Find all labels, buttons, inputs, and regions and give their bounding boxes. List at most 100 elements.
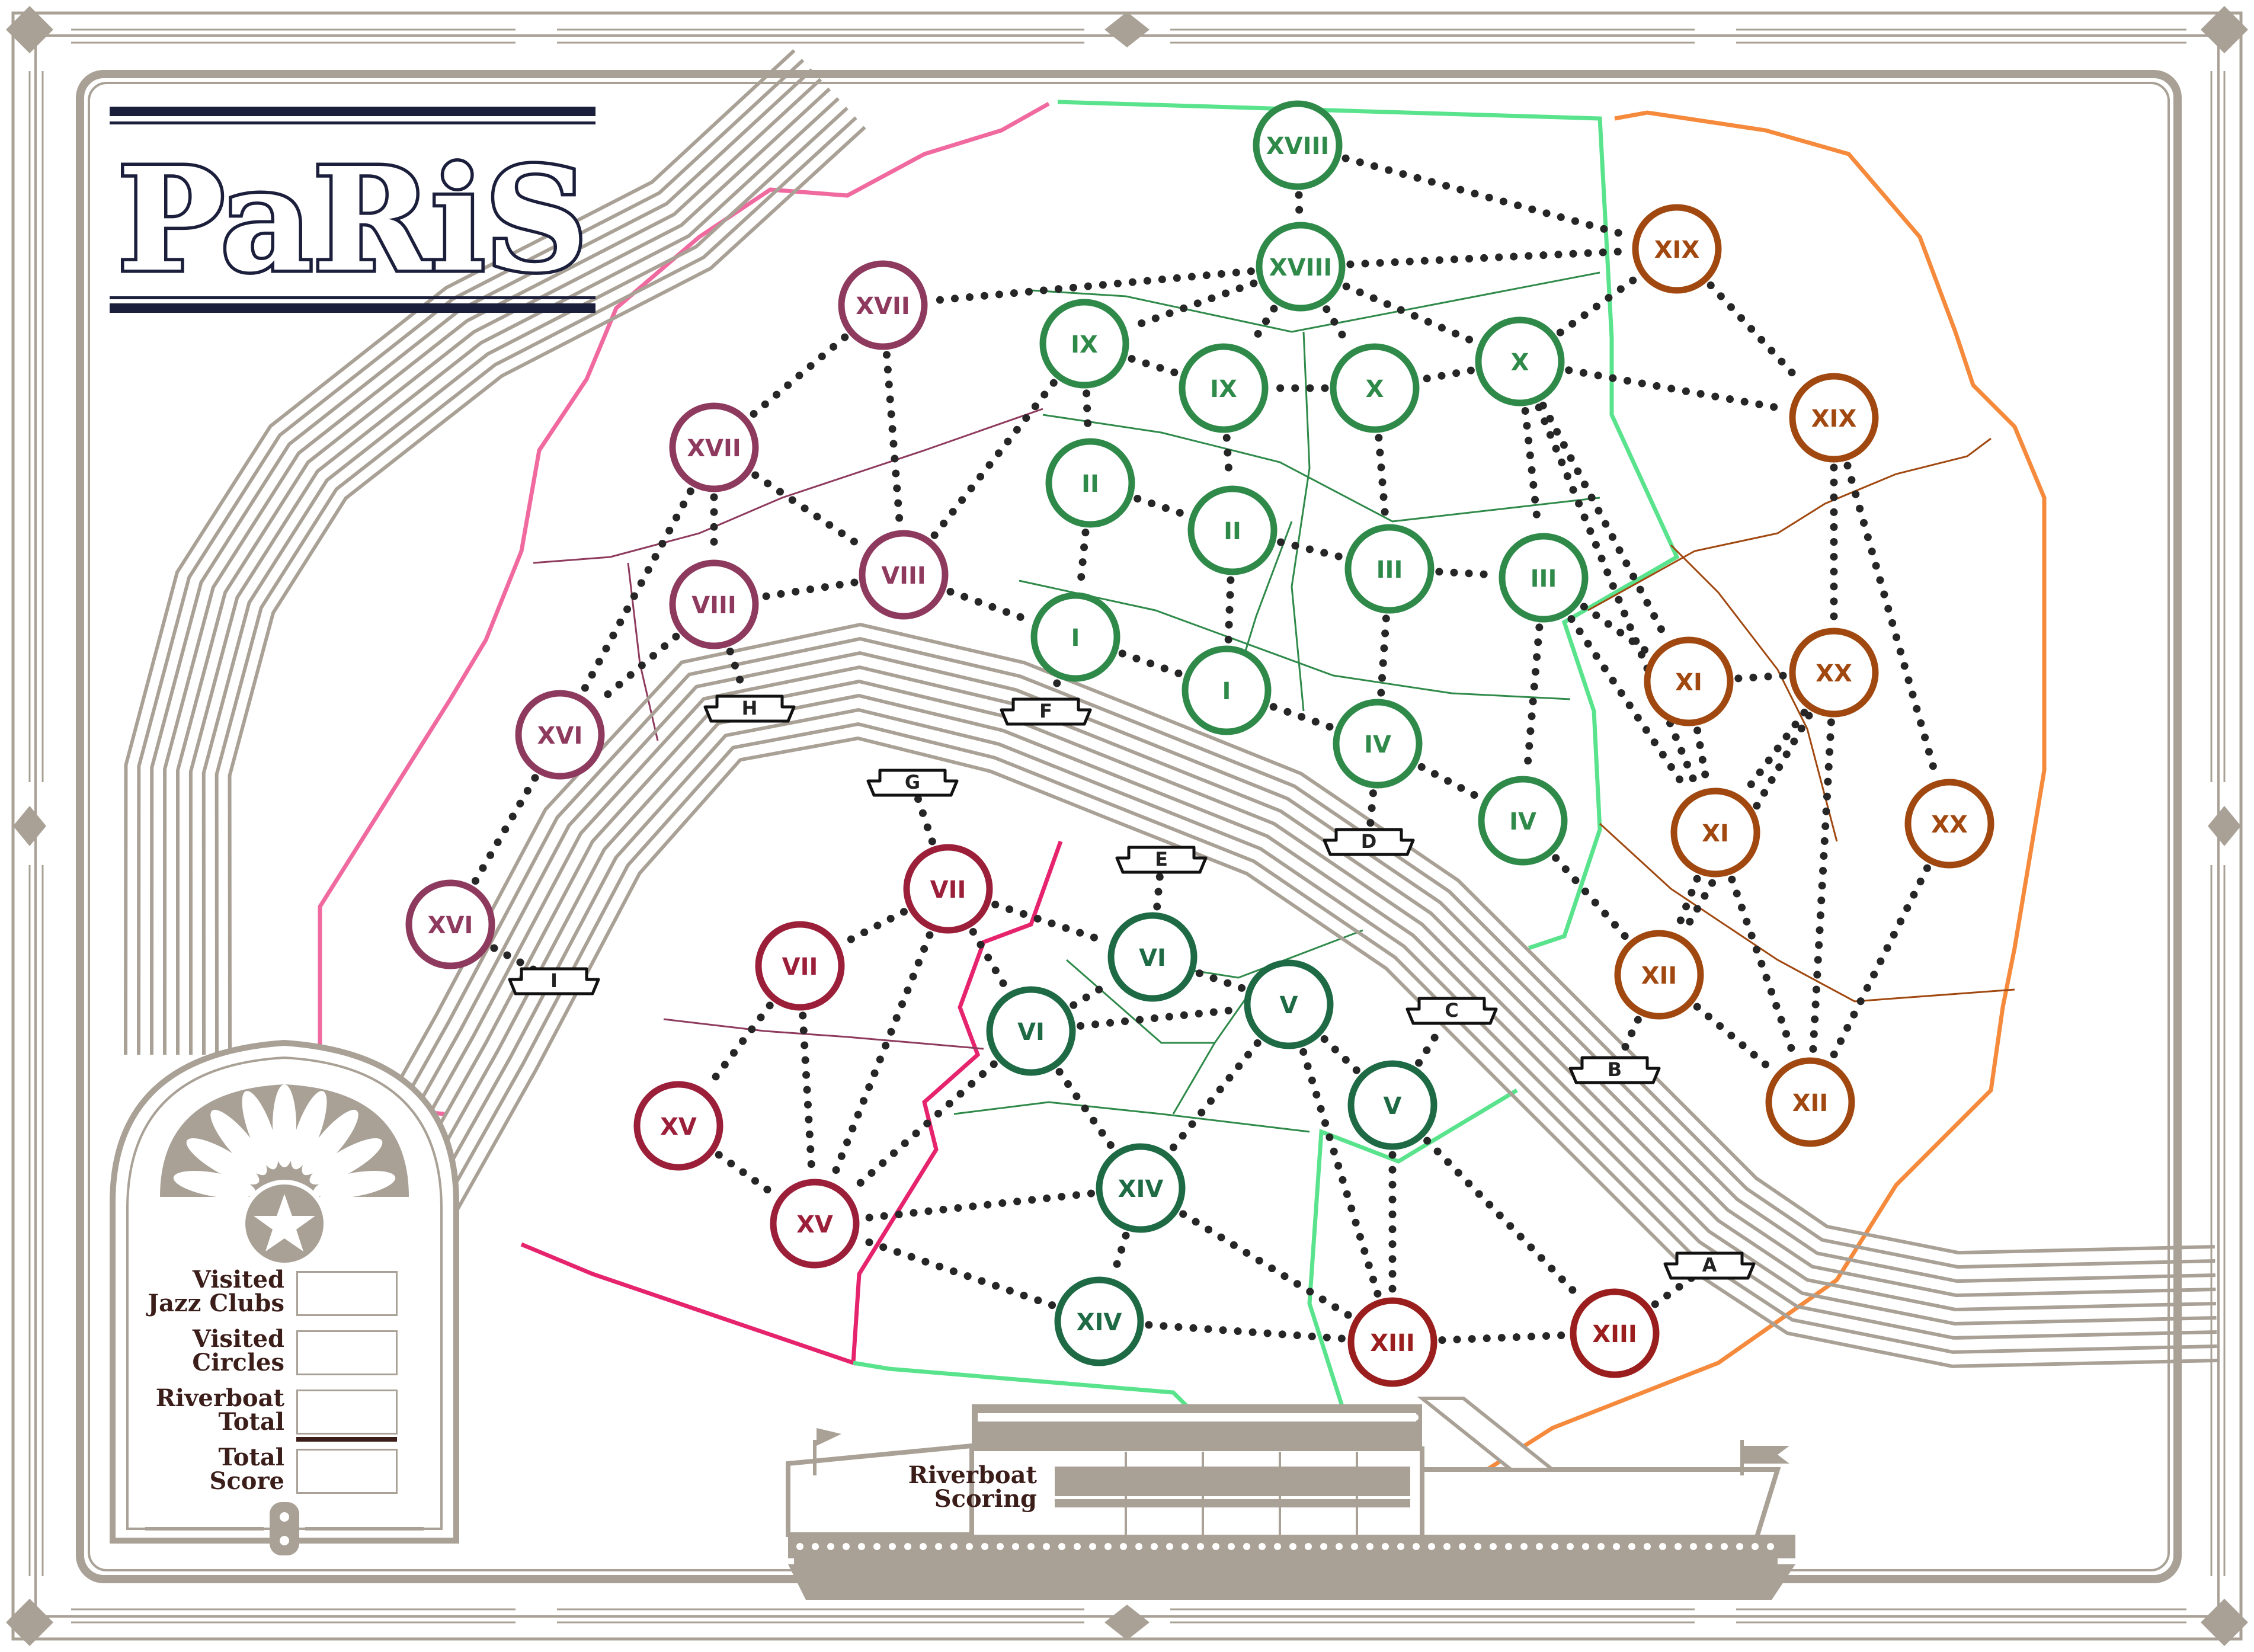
path-segment[interactable] <box>1375 434 1389 523</box>
district-circle-xix[interactable]: XIX <box>1632 204 1722 294</box>
path-segment[interactable] <box>1535 404 1701 790</box>
path-segment[interactable] <box>1342 282 1478 346</box>
path-segment[interactable] <box>1346 247 1631 268</box>
path-segment[interactable] <box>1153 873 1164 911</box>
district-circle-ix[interactable]: IX <box>1179 343 1269 433</box>
visited-circles-box[interactable] <box>296 1330 398 1375</box>
path-segment[interactable] <box>1415 1021 1446 1067</box>
district-circle-iv[interactable]: IV <box>1333 699 1423 789</box>
path-segment[interactable] <box>705 1001 774 1090</box>
path-segment[interactable] <box>1435 568 1498 579</box>
riverboat-total-box[interactable] <box>296 1390 398 1435</box>
district-circle-xv[interactable]: XV <box>770 1179 860 1269</box>
district-circle-xv[interactable]: XV <box>633 1081 723 1171</box>
path-segment[interactable] <box>1567 615 1692 795</box>
path-segment[interactable] <box>1829 864 1931 1062</box>
district-circle-xi[interactable]: XI <box>1670 787 1760 878</box>
path-segment[interactable] <box>1134 495 1189 518</box>
path-segment[interactable] <box>1269 703 1335 731</box>
path-segment[interactable] <box>1539 401 1670 642</box>
dock-b[interactable]: B <box>1568 1056 1661 1084</box>
district-circle-xvi[interactable]: XVI <box>405 879 495 969</box>
district-circle-xiv[interactable]: XIV <box>1054 1276 1144 1366</box>
path-segment[interactable] <box>1224 576 1235 645</box>
district-circle-v[interactable]: V <box>1347 1060 1437 1150</box>
path-segment[interactable] <box>1277 538 1345 561</box>
path-segment[interactable] <box>1110 1231 1130 1278</box>
district-circle-vii[interactable]: VII <box>903 844 993 934</box>
path-segment[interactable] <box>1417 763 1483 802</box>
dock-i[interactable]: I <box>508 967 600 995</box>
path-segment[interactable] <box>1323 305 1353 350</box>
dock-d[interactable]: D <box>1323 828 1415 856</box>
path-segment[interactable] <box>1341 154 1633 240</box>
path-segment[interactable] <box>929 267 1255 305</box>
path-segment[interactable] <box>1077 1006 1243 1030</box>
path-segment[interactable] <box>1843 462 1940 780</box>
path-segment[interactable] <box>1523 623 1544 775</box>
path-segment[interactable] <box>1438 1331 1569 1344</box>
path-segment[interactable] <box>1693 1003 1776 1074</box>
district-circle-xii[interactable]: XII <box>1614 930 1704 1020</box>
dock-h[interactable]: H <box>703 694 796 723</box>
visited-jazz-clubs-box[interactable] <box>296 1271 398 1316</box>
dock-c[interactable]: C <box>1405 997 1498 1025</box>
path-segment[interactable] <box>860 1189 1095 1222</box>
district-circle-xiv[interactable]: XIV <box>1096 1143 1186 1233</box>
dock-g[interactable]: G <box>866 769 959 797</box>
path-segment[interactable] <box>848 1060 998 1195</box>
dock-f[interactable]: F <box>1000 697 1092 726</box>
path-segment[interactable] <box>914 795 936 846</box>
path-segment[interactable] <box>715 1151 779 1199</box>
district-circle-ii[interactable]: II <box>1045 438 1135 528</box>
district-circle-x[interactable]: X <box>1475 316 1565 406</box>
path-segment[interactable] <box>857 1235 1056 1310</box>
district-circle-xx[interactable]: XX <box>1789 627 1879 718</box>
path-segment[interactable] <box>1377 614 1390 698</box>
path-segment[interactable] <box>1179 1210 1354 1320</box>
path-segment[interactable] <box>751 471 866 551</box>
district-circle-x[interactable]: X <box>1330 343 1420 433</box>
path-segment[interactable] <box>1618 1016 1642 1058</box>
district-circle-xviii[interactable]: XVIII <box>1253 100 1343 190</box>
district-circle-xiii[interactable]: XIII <box>1347 1297 1437 1387</box>
district-circle-viii[interactable]: VIII <box>669 559 759 649</box>
path-segment[interactable] <box>1076 529 1090 591</box>
path-segment[interactable] <box>1048 679 1061 699</box>
path-segment[interactable] <box>594 632 680 707</box>
path-segment[interactable] <box>1693 726 1711 787</box>
district-circle-viii[interactable]: VIII <box>859 530 949 620</box>
path-segment[interactable] <box>1565 366 1789 413</box>
path-segment[interactable] <box>748 333 849 420</box>
path-segment[interactable] <box>829 931 934 1182</box>
path-segment[interactable] <box>1423 1136 1584 1302</box>
path-segment[interactable] <box>1128 355 1180 377</box>
district-circle-xii[interactable]: XII <box>1765 1057 1855 1147</box>
path-segment[interactable] <box>799 1011 816 1178</box>
district-circle-i[interactable]: I <box>1030 592 1120 682</box>
dock-e[interactable]: E <box>1115 846 1208 874</box>
path-segment[interactable] <box>1580 603 1653 657</box>
path-segment[interactable] <box>1420 366 1475 383</box>
path-segment[interactable] <box>1809 718 1835 1056</box>
district-circle-i[interactable]: I <box>1182 645 1272 735</box>
path-segment[interactable] <box>726 647 748 696</box>
path-segment[interactable] <box>1320 1035 1361 1074</box>
path-segment[interactable] <box>759 578 859 601</box>
path-segment[interactable] <box>1728 875 1798 1059</box>
district-circle-xx[interactable]: XX <box>1904 779 1994 869</box>
path-segment[interactable] <box>1366 789 1377 828</box>
path-segment[interactable] <box>1145 1321 1347 1343</box>
district-circle-vi[interactable]: VI <box>1107 912 1198 1002</box>
district-circle-xiii[interactable]: XIII <box>1570 1288 1660 1378</box>
path-segment[interactable] <box>1734 671 1788 683</box>
district-circle-iv[interactable]: IV <box>1478 776 1568 866</box>
path-segment[interactable] <box>1556 274 1641 337</box>
path-segment[interactable] <box>1299 1048 1382 1299</box>
district-circle-v[interactable]: V <box>1244 959 1334 1049</box>
district-circle-xviii[interactable]: XVIII <box>1256 222 1346 312</box>
dock-a[interactable]: A <box>1663 1251 1756 1280</box>
path-segment[interactable] <box>840 908 908 947</box>
district-circle-ii[interactable]: II <box>1187 485 1278 575</box>
district-circle-ix[interactable]: IX <box>1039 299 1129 389</box>
